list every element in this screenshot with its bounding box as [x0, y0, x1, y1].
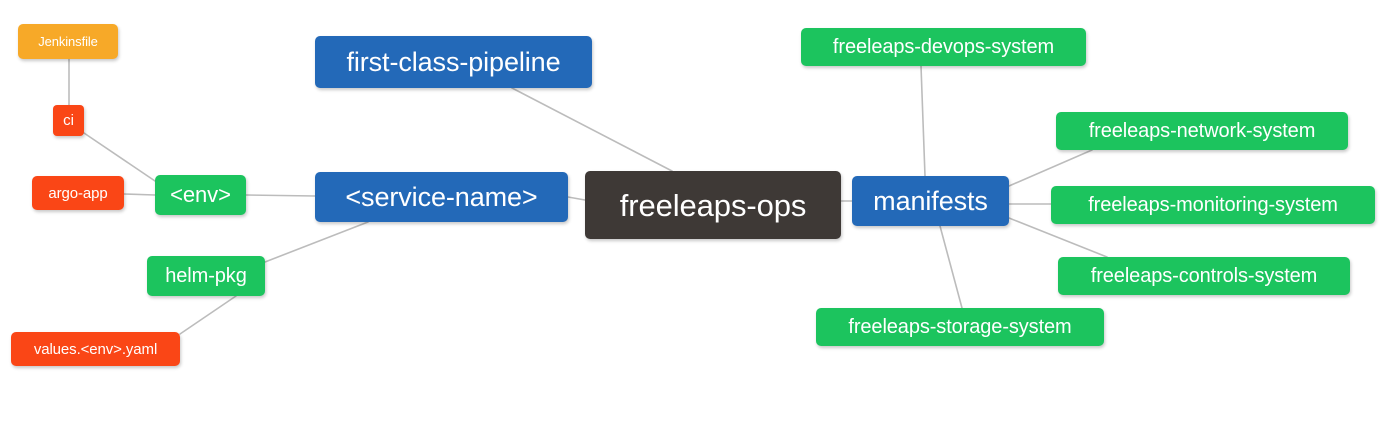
node-label: freeleaps-ops — [619, 187, 807, 223]
edge-manifests-to-network-system — [1008, 149, 1093, 187]
node-argo-app[interactable]: argo-app — [32, 176, 124, 210]
node-label: helm-pkg — [165, 265, 247, 287]
node-controls-system[interactable]: freeleaps-controls-system — [1058, 257, 1350, 295]
edge-manifests-to-devops-system — [920, 65, 926, 177]
node-network-system[interactable]: freeleaps-network-system — [1056, 112, 1348, 150]
node-helm-pkg[interactable]: helm-pkg — [147, 256, 265, 296]
edge-manifests-to-storage-system — [939, 225, 963, 309]
node-label: Jenkinsfile — [38, 34, 98, 49]
node-label: values.<env>.yaml — [33, 340, 158, 358]
node-freeleaps-ops[interactable]: freeleaps-ops — [585, 171, 841, 239]
node-label: freeleaps-devops-system — [832, 36, 1055, 58]
edge-values-yaml-to-helm-pkg — [179, 295, 237, 335]
edge-helm-pkg-to-service-name — [264, 221, 369, 263]
node-label: freeleaps-storage-system — [848, 316, 1072, 338]
node-label: ci — [63, 112, 74, 129]
node-manifests[interactable]: manifests — [852, 176, 1009, 226]
node-monitoring-system[interactable]: freeleaps-monitoring-system — [1051, 186, 1375, 224]
node-jenkinsfile[interactable]: Jenkinsfile — [18, 24, 118, 59]
edge-argo-app-to-env — [123, 193, 156, 196]
node-ci[interactable]: ci — [53, 105, 84, 136]
node-label: manifests — [873, 185, 988, 216]
node-storage-system[interactable]: freeleaps-storage-system — [816, 308, 1104, 346]
node-label: freeleaps-controls-system — [1090, 265, 1318, 287]
node-first-class-pipeline[interactable]: first-class-pipeline — [315, 36, 592, 88]
node-label: argo-app — [48, 184, 108, 202]
node-label: first-class-pipeline — [346, 46, 561, 77]
node-service-name[interactable]: <service-name> — [315, 172, 568, 222]
node-label: freeleaps-network-system — [1088, 120, 1316, 142]
edge-env-to-service-name — [245, 194, 316, 197]
node-label: <service-name> — [345, 181, 538, 212]
node-env[interactable]: <env> — [155, 175, 246, 215]
node-devops-system[interactable]: freeleaps-devops-system — [801, 28, 1086, 66]
edge-ci-to-env — [83, 132, 156, 182]
node-values-yaml[interactable]: values.<env>.yaml — [11, 332, 180, 366]
edge-first-class-pipeline-to-freeleaps-ops — [511, 87, 673, 172]
node-label: <env> — [170, 182, 231, 207]
node-label: freeleaps-monitoring-system — [1088, 194, 1338, 216]
edge-service-name-to-freeleaps-ops — [567, 196, 586, 201]
